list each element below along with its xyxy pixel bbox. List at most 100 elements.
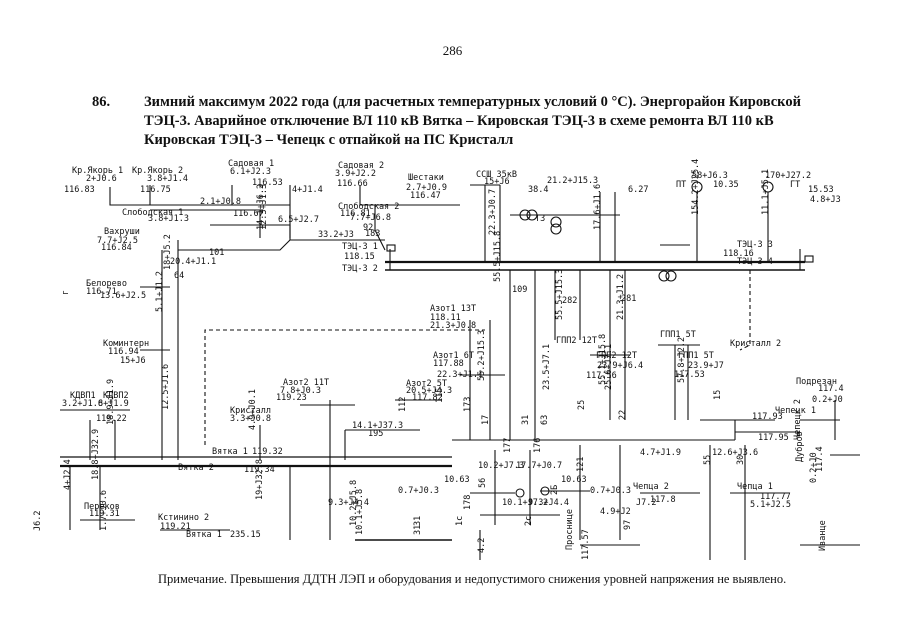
- scheme-label: 22.3+J0.7: [488, 189, 498, 235]
- scheme-label: 3.2+J1.6: [62, 399, 103, 409]
- scheme-label: 4.9+J0.1: [248, 389, 258, 430]
- scheme-label: Азот1 13Т: [430, 304, 476, 314]
- scheme-label: ПТ: [676, 180, 686, 190]
- scheme-label: ГПП2 12Т: [556, 336, 597, 346]
- scheme-label: 6.27: [628, 185, 648, 195]
- scheme-label: Дубров: [794, 431, 805, 462]
- scheme-label: J6.2: [33, 511, 43, 531]
- scheme-label: 19+J32.8: [255, 459, 265, 500]
- scheme-label: 17.7+J0.7: [516, 461, 562, 471]
- scheme-label: 119.34: [244, 465, 275, 475]
- scheme-label: 9.3+J4.4: [528, 498, 569, 508]
- scheme-label: 23.5+J7.1: [542, 344, 552, 390]
- scheme-label: 7.7+J6.8: [350, 213, 391, 223]
- scheme-label: 57.8+J2.2: [677, 337, 687, 383]
- scheme-label: Кристалл 2: [730, 339, 781, 349]
- scheme-label: 235.15: [230, 530, 261, 540]
- scheme-label: Азот1 6Т: [433, 351, 474, 361]
- scheme-label: 116.53: [252, 178, 283, 188]
- scheme-label: 2.7+J0.9: [406, 183, 447, 193]
- footnote: Примечание. Превышения ДДТН ЛЭП и оборуд…: [158, 572, 787, 586]
- scheme-label: Слободская 2: [338, 201, 399, 212]
- scheme-label: 118.11: [430, 313, 461, 323]
- scheme-label: Шестаки: [408, 173, 444, 183]
- scheme-label: 119.32: [252, 447, 283, 457]
- scheme-label: 117.56: [586, 371, 617, 381]
- scheme-label: 121: [576, 457, 586, 472]
- scheme-label: 170+J27.2: [765, 171, 811, 181]
- scheme-label: 1.7+J0.6: [99, 490, 109, 531]
- scheme-label: 14.1+J6.2: [256, 184, 266, 230]
- scheme-label: 15.53: [808, 185, 834, 195]
- scheme-label: 55.5+J15.3: [555, 269, 565, 320]
- scheme-label: 22.3+J1.1: [437, 370, 483, 380]
- scheme-label: 195: [368, 429, 383, 439]
- scheme-label: ГПП1 5Т: [678, 351, 714, 361]
- scheme-label: 118.16: [723, 249, 754, 259]
- scheme-label: Кристалл: [230, 406, 271, 416]
- scheme-label: 13.6+J2.5: [100, 291, 146, 301]
- scheme-label: 38.4: [528, 185, 548, 195]
- scheme-label: ТЭЦ-3 2: [342, 264, 378, 274]
- scheme-label: 8+J1.9: [98, 399, 129, 409]
- scheme-label: 31: [413, 525, 423, 535]
- scheme-label: 18.8+J32.9: [91, 429, 101, 480]
- scheme-label: 282: [562, 296, 577, 306]
- heading-line: Зимний максимум 2022 года (для расчетных…: [144, 94, 801, 110]
- scheme-label: 183: [365, 229, 380, 239]
- scheme-label: 3.8+J1.3: [148, 214, 189, 224]
- scheme-label: 10.1+J5.8: [355, 489, 365, 535]
- scheme-label: 118.15: [344, 252, 375, 262]
- scheme-label: 3.3+J0.8: [230, 414, 271, 424]
- scheme-label: Азот2 5Т: [406, 379, 447, 389]
- scheme-label: 5.1+J2.5: [750, 500, 791, 510]
- scheme-label: 31: [521, 415, 531, 425]
- scheme-label: 15+J6: [484, 177, 510, 187]
- scheme-label: 10.2+J5.8: [349, 480, 359, 526]
- scheme-label: 117.4: [815, 446, 825, 472]
- scheme-label: 10.2+J7.3: [478, 461, 524, 471]
- scheme-label: 7.8+J0.3: [280, 386, 321, 396]
- scheme-label: 11.1+J5.1: [761, 169, 771, 215]
- scheme-label: 116.81: [340, 209, 371, 219]
- scheme-label: Вахруши: [104, 227, 140, 237]
- scheme-label: 92: [363, 223, 373, 233]
- scheme-label: Подрезан: [796, 377, 837, 387]
- scheme-label: Чепца 1: [737, 482, 773, 492]
- scheme-label: 0.2+J0: [809, 452, 819, 483]
- scheme-label: Белорево: [86, 279, 127, 289]
- scheme-label: Кр.Якорь 2: [132, 166, 183, 176]
- scheme-label: Чепецк 1: [775, 406, 816, 416]
- scheme-label: 116.67: [233, 209, 264, 219]
- scheme-label: J7.2: [636, 498, 656, 508]
- scheme-label: 178: [463, 495, 473, 510]
- heading-line: ТЭЦ-3. Аварийное отключение ВЛ 110 кВ Вя…: [144, 113, 774, 129]
- scheme-label: 14.1+J37.3: [352, 421, 403, 431]
- scheme-label: 10.1+J7.2: [502, 498, 548, 508]
- scheme-label: 112: [398, 397, 408, 412]
- scheme-label: 117.93: [752, 412, 783, 422]
- scheme-label: 1с: [455, 516, 465, 526]
- scheme-label: 64: [174, 271, 184, 281]
- scheme-label: 63: [540, 415, 550, 425]
- scheme-label: Коминтерн: [103, 339, 149, 349]
- scheme-label: 116.47: [410, 191, 441, 201]
- scheme-label: ССШ 35кВ: [476, 170, 517, 180]
- scheme-label: 2+J0.6: [86, 174, 117, 184]
- scheme-label: 101: [209, 248, 224, 258]
- scheme-label: 5.1+J1.2: [155, 271, 165, 312]
- scheme-label: 4.7+J1.9: [640, 448, 681, 458]
- scheme-label: 116.66: [337, 179, 368, 189]
- scheme-label: ГПП1 5Т: [660, 330, 696, 340]
- scheme-label: 10.63: [444, 475, 470, 485]
- scheme-label: 117.4: [818, 384, 844, 394]
- scheme-label: Слободская 1: [122, 207, 183, 218]
- scheme-label: 2.1+J0.8: [200, 197, 241, 207]
- scheme-label: 17: [481, 415, 491, 425]
- scheme-label: ГПП2 12Т: [596, 351, 637, 361]
- scheme-label: Иванце: [818, 520, 828, 551]
- scheme-label: 176: [533, 438, 543, 453]
- scheme-label: 109: [512, 285, 527, 295]
- scheme-label: 116.71: [86, 287, 117, 297]
